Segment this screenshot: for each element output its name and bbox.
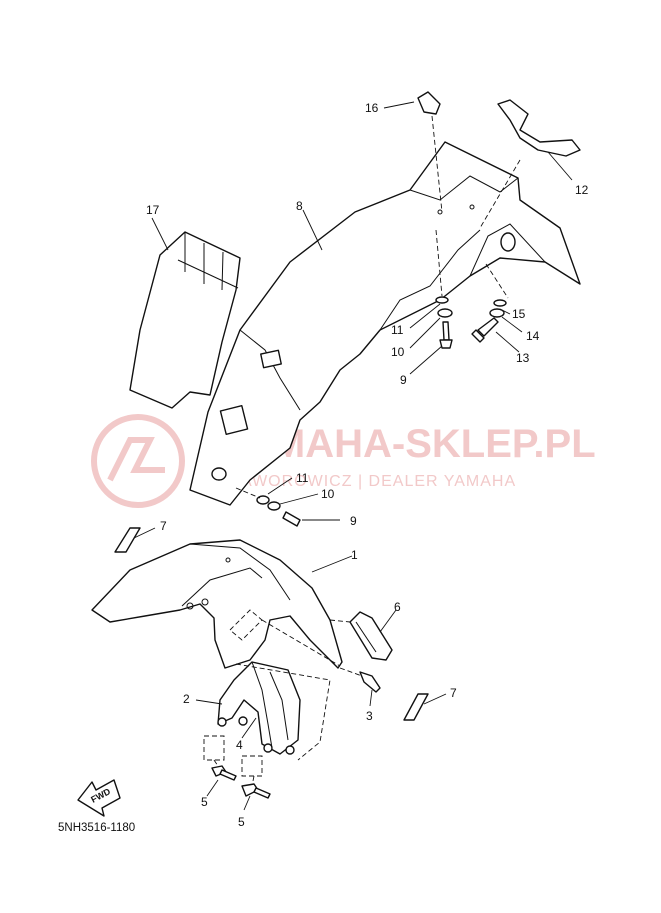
rear-fender-part	[189, 141, 581, 506]
lower-fasteners	[235, 487, 301, 527]
callout-13: 13	[516, 351, 530, 365]
callout-7-right: 7	[450, 686, 457, 700]
watermark-logo	[91, 414, 185, 508]
emblem-sticker-left	[114, 527, 141, 553]
callout-3: 3	[366, 709, 373, 723]
right-fasteners	[471, 263, 509, 343]
callout-7-left: 7	[160, 519, 167, 533]
callout-4: 4	[236, 738, 243, 752]
front-fender-part	[91, 539, 343, 669]
callout-17: 17	[146, 203, 160, 217]
callout-9-upper: 9	[400, 373, 407, 387]
screw-part	[339, 667, 381, 693]
callout-9-lower: 9	[350, 514, 357, 528]
upper-fasteners	[435, 229, 453, 349]
bolt-part-b	[241, 783, 271, 799]
callout-10-upper: 10	[391, 345, 405, 359]
callout-11-lower: 11	[296, 471, 309, 485]
callout-10-lower: 10	[321, 487, 335, 501]
fender-bracket-part	[203, 661, 331, 787]
leader-lines	[133, 101, 573, 811]
reflector-part	[329, 611, 393, 661]
callout-14: 14	[526, 329, 540, 343]
callout-16: 16	[365, 101, 379, 115]
clip-part	[417, 91, 443, 213]
callout-6: 6	[394, 600, 401, 614]
emblem-sticker-right	[403, 693, 429, 721]
callout-2: 2	[183, 692, 190, 706]
watermark-logo-mark	[107, 437, 165, 482]
callouts: 17 8 16 12 15 14 13 11 10 9 11 10 9 7 1 …	[146, 101, 589, 829]
bolt-part-a	[211, 765, 237, 781]
callout-1: 1	[351, 548, 358, 562]
fwd-arrow-icon: FWD	[77, 779, 121, 817]
callout-11-upper: 11	[391, 323, 404, 337]
callout-8: 8	[296, 199, 303, 213]
callout-15: 15	[512, 307, 526, 321]
mud-flap-part	[129, 231, 241, 409]
bracket-part	[479, 99, 581, 229]
callout-5-right: 5	[238, 815, 245, 829]
watermark: YAMAHA-SKLEP.PL JAWOROWICZ | DEALER YAMA…	[91, 414, 596, 508]
watermark-subtitle: JAWOROWICZ | DEALER YAMAHA	[232, 473, 516, 490]
callout-5-left: 5	[201, 795, 208, 809]
diagram-code: 5NH3516-1180	[58, 822, 135, 834]
callout-12: 12	[575, 183, 589, 197]
